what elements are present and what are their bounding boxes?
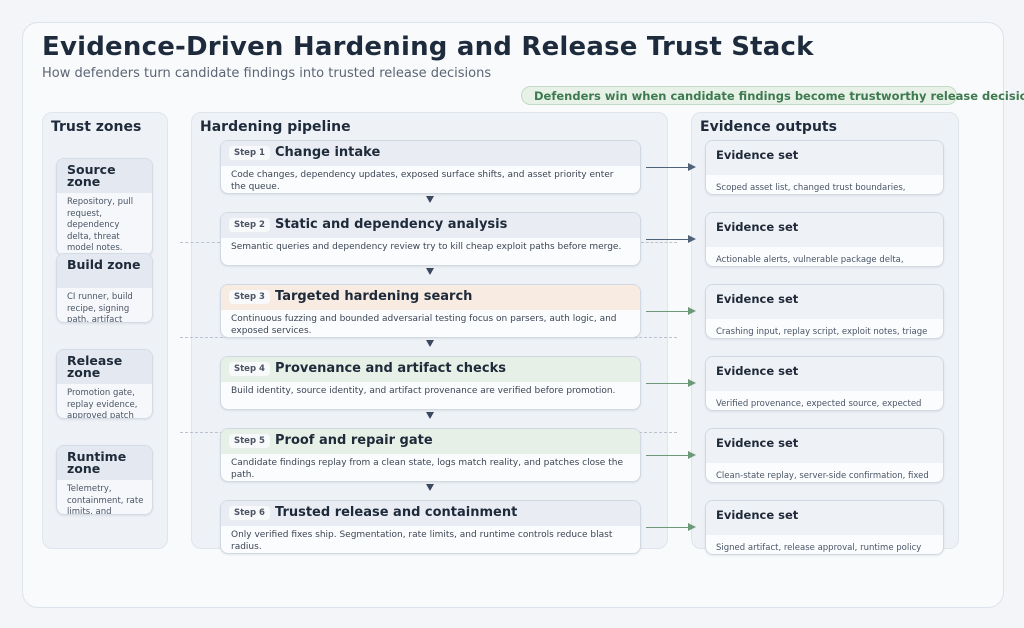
evidence-card-1: Evidence set Scoped asset list, changed … (705, 140, 944, 195)
evidence-outputs-title: Evidence outputs (700, 119, 837, 135)
zone-boundary-line (180, 242, 220, 243)
evidence-title: Evidence set (716, 148, 799, 162)
step-tag: Step 6 (229, 506, 270, 520)
step-header: Step 4 Provenance and artifact checks (221, 357, 640, 382)
evidence-connector (646, 527, 694, 528)
step-header: Step 5 Proof and repair gate (221, 429, 640, 454)
zone-description: Repository, pull request, dependency del… (67, 197, 134, 253)
down-arrow-icon (426, 196, 434, 203)
right-arrow-icon (688, 307, 696, 315)
evidence-connector (646, 383, 694, 384)
evidence-card-6: Evidence set Signed artifact, release ap… (705, 500, 944, 555)
evidence-description: Actionable alerts, vulnerable package de… (716, 255, 904, 265)
zone-name: Runtime zone (67, 449, 127, 476)
step-header: Step 3 Targeted hardening search (221, 285, 640, 310)
right-arrow-icon (688, 451, 696, 459)
zone-name: Build zone (67, 257, 141, 272)
right-arrow-icon (688, 379, 696, 387)
step-title: Targeted hardening search (275, 289, 473, 304)
right-arrow-icon (688, 235, 696, 243)
evidence-card-5: Evidence set Clean-state replay, server-… (705, 428, 944, 483)
step-tag: Step 4 (229, 362, 270, 376)
evidence-title: Evidence set (716, 364, 799, 378)
zone-description: CI runner, build recipe, signing path, a… (67, 292, 133, 323)
pipeline-step-2: Step 2 Static and dependency analysis Se… (220, 212, 641, 266)
zone-name: Release zone (67, 353, 123, 380)
evidence-description: Crashing input, replay script, exploit n… (716, 327, 928, 337)
zone-name: Source zone (67, 162, 116, 189)
step-description: Continuous fuzzing and bounded adversari… (231, 314, 617, 336)
step-tag: Step 2 (229, 218, 270, 232)
down-arrow-icon (426, 340, 434, 347)
evidence-card-3: Evidence set Crashing input, replay scri… (705, 284, 944, 339)
zone-boundary-line (641, 242, 677, 243)
zone-card-release: Release zone Promotion gate, replay evid… (56, 349, 153, 419)
page-subtitle: How defenders turn candidate findings in… (42, 66, 492, 81)
evidence-description: Clean-state replay, server-side confirma… (716, 471, 929, 481)
step-description: Code changes, dependency updates, expose… (231, 170, 614, 192)
down-arrow-icon (426, 268, 434, 275)
zone-card-runtime: Runtime zone Telemetry, containment, rat… (56, 445, 153, 515)
evidence-title: Evidence set (716, 292, 799, 306)
evidence-description: Verified provenance, expected source, ex… (716, 399, 922, 409)
evidence-description: Scoped asset list, changed trust boundar… (716, 183, 906, 193)
evidence-title: Evidence set (716, 220, 799, 234)
hardening-pipeline-title: Hardening pipeline (200, 119, 351, 135)
step-title: Static and dependency analysis (275, 217, 508, 232)
step-title: Proof and repair gate (275, 433, 433, 448)
pipeline-step-3: Step 3 Targeted hardening search Continu… (220, 284, 641, 338)
zone-card-build: Build zone CI runner, build recipe, sign… (56, 253, 153, 323)
step-header: Step 6 Trusted release and containment (221, 501, 640, 526)
evidence-connector (646, 311, 694, 312)
right-arrow-icon (688, 523, 696, 531)
page-title: Evidence-Driven Hardening and Release Tr… (42, 32, 814, 62)
step-title: Provenance and artifact checks (275, 361, 506, 376)
step-header: Step 2 Static and dependency analysis (221, 213, 640, 238)
pipeline-step-6: Step 6 Trusted release and containment O… (220, 500, 641, 554)
zone-description: Telemetry, containment, rate limits, and… (67, 484, 144, 515)
evidence-card-2: Evidence set Actionable alerts, vulnerab… (705, 212, 944, 267)
zone-card-source: Source zone Repository, pull request, de… (56, 158, 153, 256)
zone-description: Promotion gate, replay evidence, approve… (67, 388, 138, 419)
step-description: Semantic queries and dependency review t… (231, 242, 622, 252)
down-arrow-icon (426, 412, 434, 419)
step-tag: Step 3 (229, 290, 270, 304)
pipeline-step-5: Step 5 Proof and repair gate Candidate f… (220, 428, 641, 482)
step-header: Step 1 Change intake (221, 141, 640, 166)
evidence-connector (646, 167, 694, 168)
evidence-connector (646, 239, 694, 240)
down-arrow-icon (426, 484, 434, 491)
evidence-title: Evidence set (716, 436, 799, 450)
step-title: Change intake (275, 145, 381, 160)
step-tag: Step 1 (229, 146, 270, 160)
evidence-card-4: Evidence set Verified provenance, expect… (705, 356, 944, 411)
step-tag: Step 5 (229, 434, 270, 448)
evidence-title: Evidence set (716, 508, 799, 522)
step-description: Build identity, source identity, and art… (231, 386, 616, 396)
pipeline-step-4: Step 4 Provenance and artifact checks Bu… (220, 356, 641, 410)
callout-badge: Defenders win when candidate findings be… (521, 86, 1024, 105)
right-arrow-icon (688, 163, 696, 171)
evidence-description: Signed artifact, release approval, runti… (716, 543, 922, 553)
trust-zones-title: Trust zones (51, 119, 142, 135)
step-description: Candidate findings replay from a clean s… (231, 458, 623, 480)
step-title: Trusted release and containment (275, 505, 518, 520)
evidence-connector (646, 455, 694, 456)
step-description: Only verified fixes ship. Segmentation, … (231, 530, 613, 552)
pipeline-step-1: Step 1 Change intake Code changes, depen… (220, 140, 641, 194)
